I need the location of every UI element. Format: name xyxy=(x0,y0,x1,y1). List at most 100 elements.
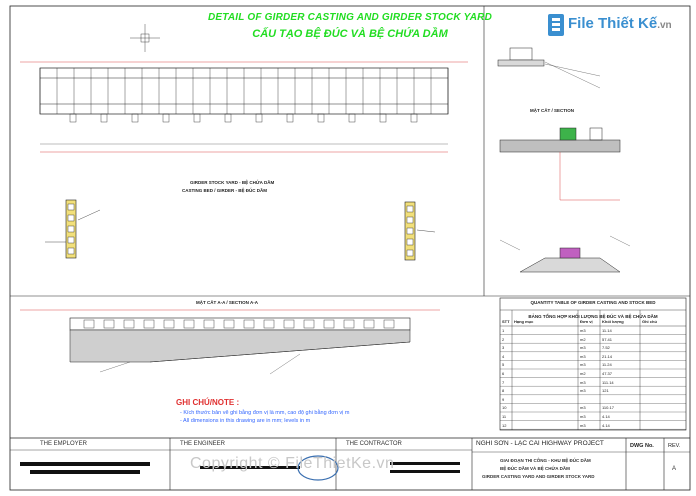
note-line-2: - All dimensions in this drawing are in … xyxy=(180,418,311,424)
logo-suffix: .vn xyxy=(657,20,672,31)
contractor-label: THE CONTRACTOR xyxy=(346,441,402,447)
quantity-table-grid xyxy=(499,297,687,431)
bed-support xyxy=(193,113,201,123)
bed-support xyxy=(69,113,77,123)
table-cell: 7 xyxy=(502,379,505,385)
end-pocket xyxy=(406,249,414,257)
drawing-title-line-1: GIAI ĐOẠN THI CÔNG - KHU BỆ ĐÚC DẦM xyxy=(500,458,591,463)
bed-support-marks xyxy=(69,113,418,123)
bed-support xyxy=(224,113,232,123)
sheet-border xyxy=(9,5,691,491)
contractor-logo xyxy=(297,455,339,481)
aa-block xyxy=(283,319,295,329)
aa-block xyxy=(303,319,315,329)
table-cell: 11 xyxy=(502,414,507,419)
end-pocket xyxy=(67,236,75,244)
aa-block xyxy=(363,319,375,329)
table-cell: 4 xyxy=(502,353,505,359)
table-cell: 11.14 xyxy=(602,328,612,333)
detail-section-title: MẶT CẮT / SECTION xyxy=(530,108,574,113)
table-cell: 10 xyxy=(502,405,507,411)
drawing-title-en: DETAIL OF GIRDER CASTING AND GIRDER STOC… xyxy=(207,12,493,23)
table-cell: 6 xyxy=(502,371,505,376)
end-pocket xyxy=(406,216,414,224)
table-cell: 111.14 xyxy=(602,379,614,385)
bed-support xyxy=(255,113,263,123)
end-pocket xyxy=(406,227,414,235)
bed-support xyxy=(348,113,356,123)
table-column-header: STT xyxy=(502,319,510,324)
table-cell: 47.37 xyxy=(602,371,613,376)
table-column-header: Hạng mục xyxy=(514,319,534,324)
table-column-header: Ghi chú xyxy=(642,319,657,324)
drawing-number-label: DWG No. xyxy=(630,443,654,449)
aa-block xyxy=(123,319,135,329)
table-cell: m3 xyxy=(580,353,586,359)
table-cell: m3 xyxy=(580,422,586,428)
table-cell: 4.14 xyxy=(602,422,610,428)
crosshair-box xyxy=(140,33,150,43)
plan-top-title: GIRDER STOCK YARD - BỆ CHỨA DẦM xyxy=(190,180,275,185)
table-cell: 2 xyxy=(502,336,505,342)
table-column-header: Khối lượng xyxy=(602,319,624,324)
quantity-table-subheader: BẢNG TỔNG HỢP KHỐI LƯỢNG BỆ ĐÚC VÀ BỆ CH… xyxy=(528,314,658,319)
aa-block xyxy=(263,319,275,329)
employer-label: THE EMPLOYER xyxy=(40,441,88,447)
aa-block xyxy=(323,319,335,329)
table-cell: 1 xyxy=(502,328,505,333)
aa-block xyxy=(143,319,155,329)
end-pocket xyxy=(406,238,414,246)
right-detail-mid xyxy=(499,127,621,201)
table-cell: m3 xyxy=(580,405,586,411)
bed-rib-lines xyxy=(39,68,449,114)
end-pocket xyxy=(406,205,414,213)
notes-heading: GHI CHÚ/NOTE : xyxy=(176,398,240,407)
table-cell: 5 xyxy=(502,362,505,368)
right-detail-bottom xyxy=(499,235,631,273)
table-cell: 3 xyxy=(502,345,505,351)
end-pocket xyxy=(67,203,75,211)
drawing-title-line-3: GIRDER CASTING YARD AND GIRDER STOCK YAR… xyxy=(482,474,595,479)
right-detail-top xyxy=(497,47,601,89)
table-cell: m2 xyxy=(580,371,586,376)
casting-bed-plan xyxy=(20,24,468,153)
note-line-1: - Kích thước bản vẽ ghi bằng đơn vị là m… xyxy=(180,410,350,416)
bed-support xyxy=(131,113,139,123)
bed-support xyxy=(379,113,387,123)
drawing-title-line-2: BỆ ĐÚC DẦM VÀ BỆ CHỨA DẦM xyxy=(500,466,570,471)
bed-support xyxy=(317,113,325,123)
table-cell: m3 xyxy=(580,379,586,385)
filethietke-logo[interactable]: File Thiết Kế.vn xyxy=(548,14,688,38)
engineer-label: THE ENGINEER xyxy=(180,441,226,447)
table-cell: 7.52 xyxy=(602,345,610,351)
table-cell: 57.41 xyxy=(602,336,613,342)
table-cell: 12 xyxy=(502,422,507,428)
revision-label: REV. xyxy=(668,443,681,449)
section-a-a xyxy=(20,309,440,375)
logo-text: File Thiết Kế xyxy=(568,15,658,32)
end-detail-left xyxy=(45,199,101,259)
bed-support xyxy=(162,113,170,123)
logo-document-icon xyxy=(548,14,564,36)
table-cell: m3 xyxy=(580,388,586,394)
table-cell: 8 xyxy=(502,388,505,394)
copyright-watermark: Copyright © FileThietKe.vn xyxy=(190,455,395,472)
revision-value: A xyxy=(672,466,677,472)
title-block-grid xyxy=(10,438,690,490)
aa-block xyxy=(223,319,235,329)
aa-block xyxy=(243,319,255,329)
table-cell: 9 xyxy=(502,396,505,402)
aa-block xyxy=(103,319,115,329)
table-cell: 4.14 xyxy=(602,414,610,419)
aa-block xyxy=(83,319,95,329)
section-a-a-title: MẶT CẮT A-A / SECTION A-A xyxy=(196,300,258,305)
aa-block xyxy=(343,319,355,329)
end-pocket xyxy=(67,214,75,222)
bed-support xyxy=(410,113,418,123)
end-pocket xyxy=(67,225,75,233)
quantity-table-header: QUANTITY TABLE OF GIRDER CASTING AND STO… xyxy=(530,300,656,305)
table-cell: 21.14 xyxy=(602,353,613,359)
table-cell: m2 xyxy=(580,336,586,342)
